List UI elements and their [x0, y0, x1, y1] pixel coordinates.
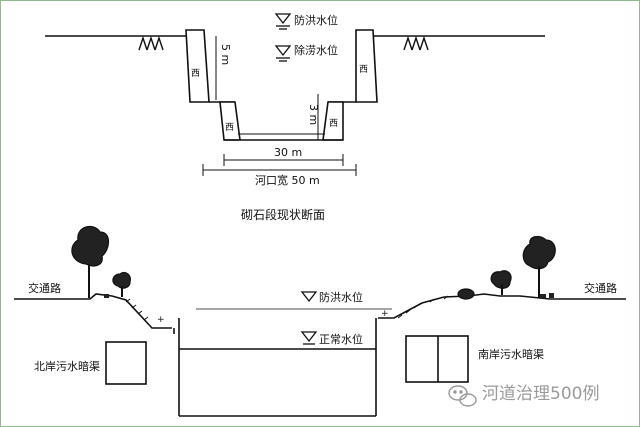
- bank-rocks: [104, 293, 554, 298]
- north-culvert-box: [105, 341, 147, 385]
- right-slope-hatch: [397, 295, 449, 319]
- left-upper-wall: [185, 29, 210, 103]
- left-lower-wall: [219, 101, 241, 141]
- bottom-flood-level-label: 防洪水位: [319, 290, 363, 304]
- wechat-icon: [448, 385, 477, 407]
- bottom-ground-right: [378, 293, 626, 319]
- watermark: 河道治理500例: [448, 384, 599, 407]
- tree-icon: [71, 225, 556, 300]
- drainage-level-triangle-icon: [274, 45, 292, 57]
- normal-level-label: 正常水位: [319, 332, 363, 346]
- south-culvert-box: [405, 335, 469, 383]
- top-drainage-level-label: 除涝水位: [294, 43, 338, 57]
- right-upper-wall: [355, 29, 378, 103]
- water-level-markers-top: [274, 13, 292, 62]
- grass-icon: [138, 35, 429, 51]
- left-lower-wall-mark: 西: [225, 122, 234, 133]
- right-upper-wall-mark: 西: [359, 64, 368, 75]
- right-lower-wall-mark: 西: [329, 118, 338, 129]
- south-culvert-label: 南岸污水暗渠: [478, 347, 544, 361]
- right-bank-mark: +: [381, 309, 389, 319]
- bottom-ground-left: [14, 293, 172, 329]
- left-upper-wall-mark: 西: [191, 68, 200, 79]
- north-culvert-label: 北岸污水暗渠: [34, 359, 100, 373]
- normal-level-triangle-icon: [300, 331, 318, 343]
- watermark-text: 河道治理500例: [482, 384, 599, 404]
- height-5m-label: 5 m: [219, 44, 232, 65]
- left-road-label: 交通路: [28, 281, 61, 295]
- right-road-label: 交通路: [584, 281, 617, 295]
- water-level-markers-bottom: [300, 291, 318, 345]
- bottom-cross-section: [14, 293, 626, 417]
- flood-level-triangle-icon: [274, 13, 292, 25]
- bottom-flood-triangle-icon: [300, 291, 318, 303]
- top-section-caption: 砌石段现状断面: [241, 207, 325, 222]
- top-width-label: 河口宽 50 m: [255, 173, 320, 187]
- top-flood-level-label: 防洪水位: [294, 13, 338, 27]
- top-cross-section: [45, 29, 545, 176]
- left-slope-hatch: [125, 298, 149, 321]
- height-3m-label: 3 m: [307, 104, 320, 125]
- bottom-width-label: 30 m: [274, 146, 302, 159]
- left-bank-mark: +: [157, 315, 165, 325]
